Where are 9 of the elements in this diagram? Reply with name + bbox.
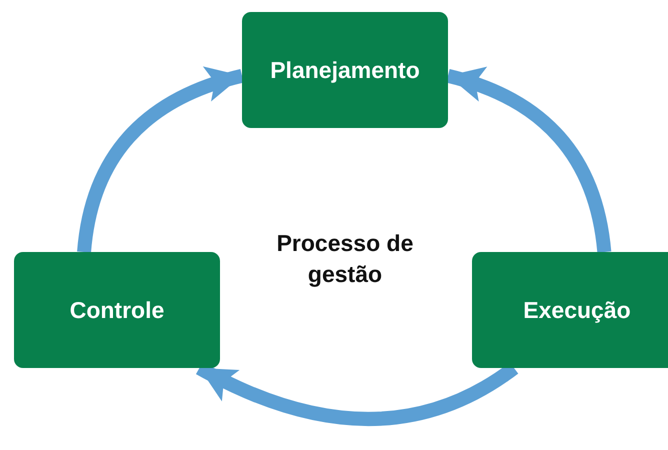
stage-label: Controle xyxy=(70,296,164,324)
stage-box xyxy=(242,12,448,128)
stage-label: Execução xyxy=(523,296,631,324)
stage-box xyxy=(472,252,668,368)
curved-arrow xyxy=(446,68,612,253)
stage-box xyxy=(14,252,220,368)
stage-label: Planejamento xyxy=(270,56,420,84)
cycle-title: Processo de gestão xyxy=(276,229,414,290)
curved-arrow xyxy=(77,68,244,253)
